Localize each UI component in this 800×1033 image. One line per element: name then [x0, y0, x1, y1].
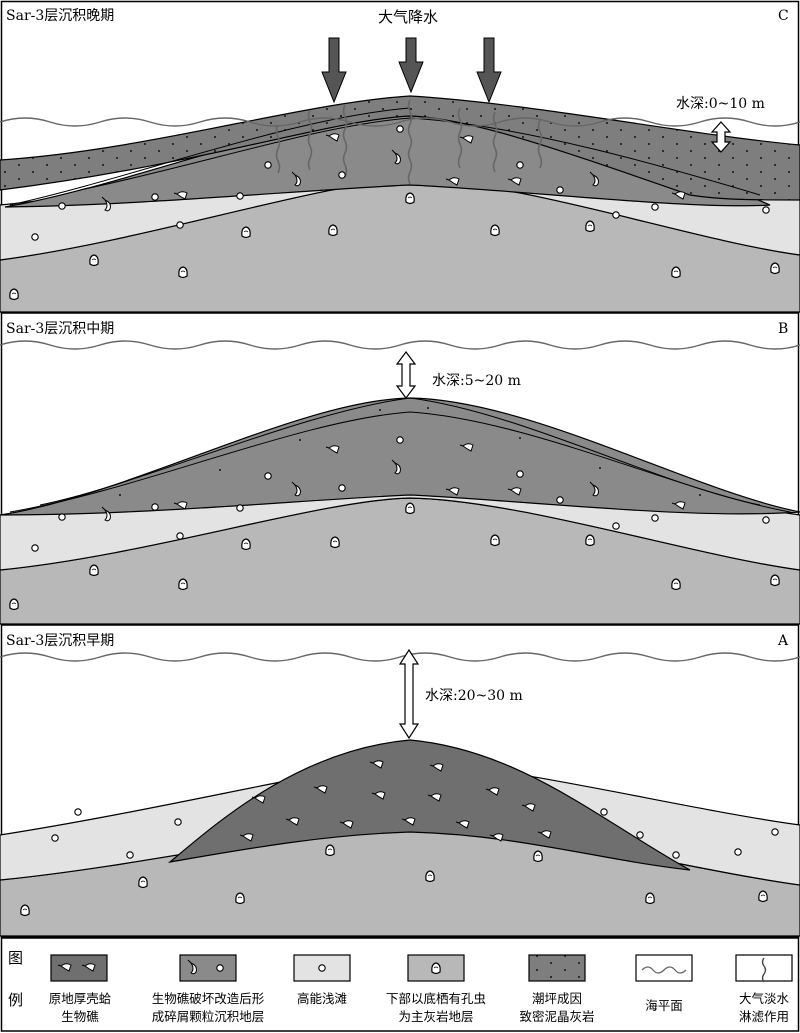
legend-debris-line1: 生物礁破坏改造后形	[152, 991, 265, 1006]
legend-foram-line2: 为主灰岩地层	[398, 1009, 473, 1024]
legend-reef-line2: 生物礁	[61, 1009, 99, 1024]
panel-c-title: Sar-3层沉积晚期	[6, 8, 114, 24]
legend-foram-line1: 下部以底栖有孔虫	[386, 991, 486, 1006]
legend-label-bottom: 例	[8, 991, 23, 1009]
legend-swatch-tidal	[529, 955, 585, 981]
legend-shoal-line1: 高能浅滩	[297, 991, 347, 1006]
legend-swatch-foram	[408, 955, 464, 981]
panel-c-depth-label: 水深:0~10 m	[676, 96, 765, 112]
legend-swatch-debris	[180, 955, 236, 981]
panel-b-letter: B	[778, 321, 788, 337]
panel-early-stage: Sar-3层沉积早期 A 水深:20~30 m	[0, 625, 800, 937]
legend-sea-line1: 海平面	[645, 998, 683, 1013]
panel-c-letter: C	[778, 8, 789, 24]
rain-label: 大气降水	[378, 8, 438, 26]
legend-swatch-leaching	[736, 955, 792, 982]
legend-label-top: 图	[8, 949, 23, 967]
legend-swatch-sea-level	[636, 955, 692, 981]
legend-swatch-shoal	[294, 955, 350, 981]
legend: 图 例	[2, 938, 799, 1031]
legend-reef-line1: 原地厚壳蛤	[49, 991, 112, 1006]
legend-debris-line2: 成碎屑颗粒沉积地层	[152, 1009, 265, 1024]
panel-a-title: Sar-3层沉积早期	[6, 633, 114, 649]
legend-tidal-line2: 致密泥晶灰岩	[519, 1009, 594, 1024]
legend-swatch-reef	[51, 955, 107, 981]
legend-leach-line1: 大气淡水	[739, 991, 790, 1006]
panel-a-depth-label: 水深:20~30 m	[425, 688, 523, 704]
panel-b-depth-label: 水深:5~20 m	[432, 373, 521, 389]
legend-tidal-line1: 潮坪成因	[532, 991, 582, 1006]
legend-leach-line2: 淋滤作用	[739, 1009, 789, 1024]
panel-late-stage: Sar-3层沉积晚期 C 大气降水 水深:0~10 m	[0, 2, 800, 313]
panel-middle-stage: Sar-3层沉积中期 B 水深:5~20 m	[0, 313, 800, 624]
panel-b-title: Sar-3层沉积中期	[6, 321, 114, 337]
panel-a-letter: A	[777, 633, 789, 649]
